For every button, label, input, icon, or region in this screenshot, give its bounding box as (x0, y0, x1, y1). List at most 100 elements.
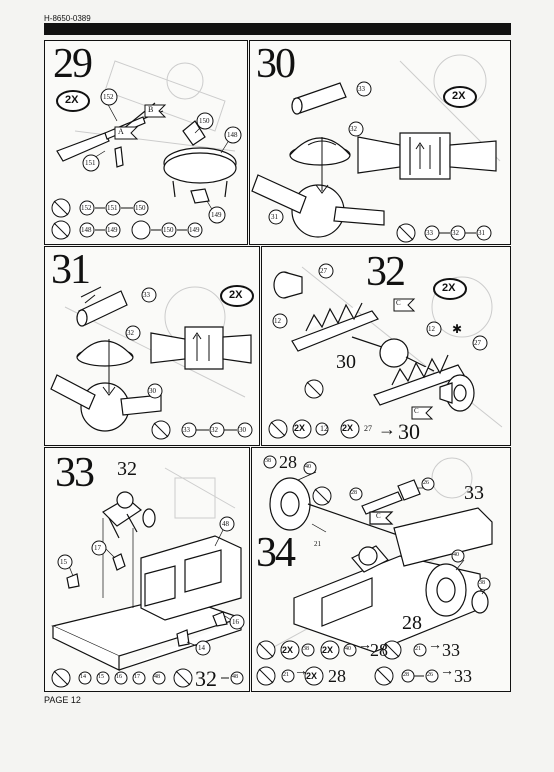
seq-part: 14 (80, 674, 86, 680)
svg-text:✱: ✱ (452, 322, 462, 336)
seq-part: 33 (426, 229, 433, 237)
step-29-panel: 29 2X B A 152 151 150 148 149 152 151 15… (44, 40, 248, 245)
seq-part: 30 (239, 426, 246, 434)
part-number: 33 (143, 291, 150, 299)
flag-label: B (148, 105, 154, 114)
step-number: 33 (55, 450, 95, 496)
seq-arrow: → (440, 664, 454, 679)
step-number: 31 (51, 247, 91, 293)
step-29-illustration (51, 60, 242, 240)
seq-arrow: → (358, 638, 372, 653)
part-number: 31 (271, 213, 278, 221)
step-number: 32 (366, 249, 406, 295)
seq-part: 40 (345, 646, 351, 652)
seq-part: 149 (189, 226, 200, 234)
seq-part: 21 (415, 646, 421, 652)
seq-part: 38 (303, 646, 309, 652)
part-number: 14 (198, 644, 205, 652)
sub-step-number: 32 (117, 458, 137, 480)
step-30-panel: 30 2X 33 32 31 33 32 31 (249, 40, 511, 245)
document-id: H-8650-0389 (44, 14, 91, 23)
part-number: 27 (474, 339, 481, 347)
part-number: 150 (199, 117, 210, 125)
step-number: 30 (256, 41, 296, 87)
step-number: 34 (256, 530, 296, 576)
part-number: 32 (350, 125, 357, 133)
seq-result: 28 (370, 640, 388, 660)
part-number: 28 (351, 490, 357, 496)
seq-part: 12 (320, 424, 328, 433)
part-number: 149 (211, 211, 222, 219)
part-number: 40 (305, 464, 311, 470)
part-number: 12 (274, 317, 281, 325)
seq-part: 32 (211, 426, 218, 434)
part-number-large: 28 (279, 452, 297, 472)
seq-part: 17 (134, 674, 140, 680)
quantity-badge: 2X (229, 289, 243, 301)
quantity-badge: 2X (442, 282, 456, 294)
part-number-large: 33 (464, 482, 484, 504)
seq-part: 16 (116, 674, 122, 680)
header-bar (44, 23, 511, 35)
seq-part: 21 (283, 672, 289, 678)
seq-qty: 2X (306, 671, 318, 681)
part-number-large: 28 (402, 612, 422, 634)
seq-arrow: → (294, 664, 308, 679)
seq-part: 150 (135, 204, 146, 212)
seq-qty: 2X (322, 645, 334, 655)
part-number: 26 (423, 480, 429, 486)
part-number: 151 (85, 159, 96, 167)
seq-part: 48 (154, 674, 160, 680)
seq-result: 30 (398, 419, 420, 444)
flag-label: C (414, 407, 419, 415)
flag-label: A (118, 127, 124, 136)
seq-part: 148 (81, 226, 92, 234)
step-32-illustration: ✱ (268, 263, 503, 439)
seq-result: 32 (195, 666, 217, 691)
part-number: 48 (222, 520, 229, 528)
quantity-badge: 2X (65, 94, 79, 106)
step-31-illustration (50, 285, 254, 440)
part-number: 16 (232, 618, 239, 626)
part-number: 15 (60, 558, 67, 566)
step-33-illustration (51, 467, 245, 688)
seq-part: 151 (107, 204, 118, 212)
step-30-illustration (251, 54, 501, 243)
quantity-badge: 2X (452, 90, 466, 102)
flag-label: C (376, 512, 381, 520)
part-number: 17 (94, 544, 101, 552)
seq-part: 31 (478, 229, 485, 237)
seq-qty: 2X (342, 423, 354, 433)
seq-part: 150 (163, 226, 174, 234)
step-31-panel: 31 2X 33 32 30 33 32 30 (44, 246, 260, 446)
part-number: 30 (336, 351, 356, 373)
seq-part: 152 (81, 204, 92, 212)
step-34-illustration (256, 455, 493, 686)
seq-part: 33 (183, 426, 190, 434)
part-number: 148 (227, 131, 238, 139)
seq-result: 28 (328, 666, 346, 686)
part-number: 30 (149, 387, 156, 395)
seq-part: 48 (232, 674, 238, 680)
flag-label: C (396, 299, 401, 307)
seq-part: 27 (364, 424, 372, 433)
part-number: 38 (479, 580, 485, 586)
seq-qty: 2X (282, 645, 294, 655)
part-number: 33 (358, 85, 365, 93)
seq-arrow: → (378, 419, 396, 439)
part-number: 38 (265, 458, 271, 464)
step-number: 29 (53, 41, 93, 87)
seq-part: 15 (98, 674, 104, 680)
seq-part: 28 (403, 672, 409, 678)
part-number: 12 (428, 325, 435, 333)
part-number: 21 (314, 540, 321, 548)
part-number: 27 (320, 267, 327, 275)
seq-result: 33 (454, 666, 472, 686)
step-32-panel: ✱ 32 2X C C 27 12 30 12 27 2X 12 2X 27 →… (261, 246, 511, 446)
page-label: PAGE 12 (44, 695, 81, 705)
seq-part: 32 (452, 229, 459, 237)
step-33-panel: 33 32 17 15 48 16 14 14 15 16 17 48 32 4… (44, 447, 250, 692)
step-34-panel: 34 28 38 40 21 28 26 33 40 28 38 C 2X 38… (251, 447, 511, 692)
seq-result: 33 (442, 640, 460, 660)
part-number: 40 (453, 552, 459, 558)
